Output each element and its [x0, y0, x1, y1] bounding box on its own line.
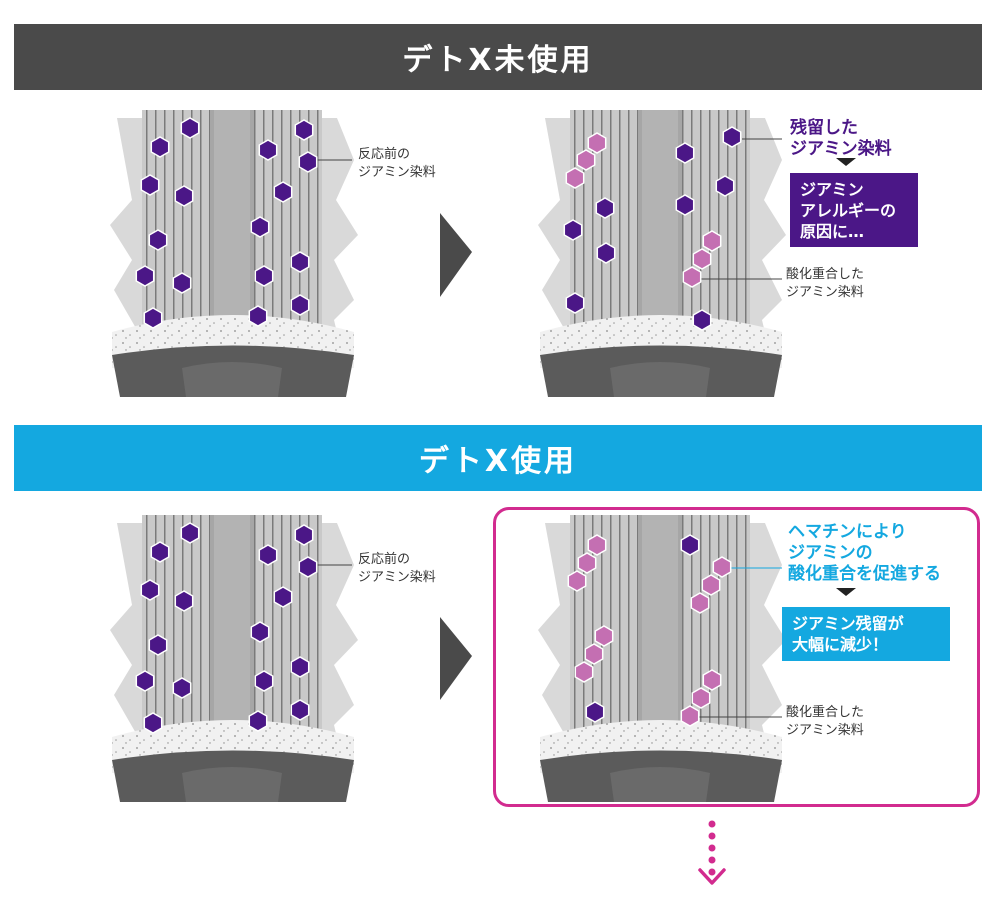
dye-molecule-unreacted [180, 117, 200, 139]
dye-molecule-polymerized [587, 534, 607, 556]
dye-molecule-polymerized [594, 625, 614, 647]
dye-molecule-unreacted [290, 251, 310, 273]
dye-molecule-unreacted [150, 541, 170, 563]
dye-molecule-unreacted [254, 670, 274, 692]
dye-molecule-unreacted [254, 265, 274, 287]
dye-molecule-unreacted [585, 701, 605, 723]
before-label-bottom: 反応前のジアミン染料 [358, 552, 436, 585]
dye-molecule-unreacted [135, 265, 155, 287]
residue-reduced-box: ジアミン残留が大幅に減少！ [782, 607, 950, 661]
dye-molecule-unreacted [294, 524, 314, 546]
dye-molecule-unreacted [248, 710, 268, 732]
dye-molecule-polymerized [690, 592, 710, 614]
dye-molecule-unreacted [298, 556, 318, 578]
dye-molecule-unreacted [174, 185, 194, 207]
dye-molecule-unreacted [596, 242, 616, 264]
dye-molecule-unreacted [675, 194, 695, 216]
dye-molecule-unreacted [174, 590, 194, 612]
allergy-cause-box: ジアミンアレルギーの原因に… [790, 173, 918, 247]
oxidized-label-top: 酸化重合したジアミン染料 [786, 267, 865, 300]
dye-molecule-polymerized [567, 570, 587, 592]
dye-molecule-unreacted [143, 712, 163, 734]
dye-molecule-unreacted [250, 216, 270, 238]
dye-molecule-polymerized [574, 661, 594, 683]
dye-molecule-unreacted [298, 151, 318, 173]
dye-molecule-polymerized [682, 266, 702, 288]
dye-molecule-polymerized [701, 574, 721, 596]
highlight-frame [493, 507, 980, 807]
dye-molecule-polymerized [680, 705, 700, 727]
dye-molecule-unreacted [273, 181, 293, 203]
dye-molecule-unreacted [150, 136, 170, 158]
dye-molecule-polymerized [587, 132, 607, 154]
dye-molecule-polymerized [692, 248, 712, 270]
dye-molecule-unreacted [595, 197, 615, 219]
dye-molecule-unreacted [135, 670, 155, 692]
dye-molecule-unreacted [722, 126, 742, 148]
dye-molecule-unreacted [258, 544, 278, 566]
dye-molecule-polymerized [702, 669, 722, 691]
oxidized-label-bottom: 酸化重合したジアミン染料 [786, 705, 865, 738]
dye-molecule-unreacted [172, 272, 192, 294]
dye-molecule-unreacted [680, 534, 700, 556]
dye-molecule-polymerized [691, 687, 711, 709]
dye-molecule-polymerized [577, 552, 597, 574]
residual-dye-title: 残留したジアミン染料 [790, 118, 892, 159]
before-label-top: 反応前のジアミン染料 [358, 147, 436, 180]
dye-molecule-unreacted [273, 586, 293, 608]
banner-without-detox: デトX未使用 [14, 24, 982, 90]
dye-molecule-polymerized [702, 230, 722, 252]
dye-molecule-unreacted [172, 677, 192, 699]
dye-molecule-unreacted [250, 621, 270, 643]
dye-molecule-unreacted [294, 119, 314, 141]
dye-molecule-unreacted [715, 175, 735, 197]
dye-molecule-unreacted [290, 699, 310, 721]
dye-molecule-unreacted [140, 174, 160, 196]
dye-molecule-unreacted [140, 579, 160, 601]
dye-molecule-unreacted [143, 307, 163, 329]
dye-molecule-unreacted [565, 292, 585, 314]
dye-molecule-unreacted [290, 656, 310, 678]
dye-molecule-unreacted [248, 305, 268, 327]
dye-molecule-polymerized [584, 643, 604, 665]
banner-with-detox: デトX使用 [14, 425, 982, 491]
dye-molecule-unreacted [692, 309, 712, 331]
dye-molecule-unreacted [290, 294, 310, 316]
dye-molecule-polymerized [576, 149, 596, 171]
dye-molecule-unreacted [258, 139, 278, 161]
dye-molecule-unreacted [148, 634, 168, 656]
dye-molecule-unreacted [675, 142, 695, 164]
hematin-callout-title: ヘマチンによりジアミンの酸化重合を促進する [788, 522, 941, 584]
dye-molecule-unreacted [148, 229, 168, 251]
dye-molecule-unreacted [180, 522, 200, 544]
dye-molecule-polymerized [565, 167, 585, 189]
dye-molecule-unreacted [563, 219, 583, 241]
dye-molecule-polymerized [712, 556, 732, 578]
